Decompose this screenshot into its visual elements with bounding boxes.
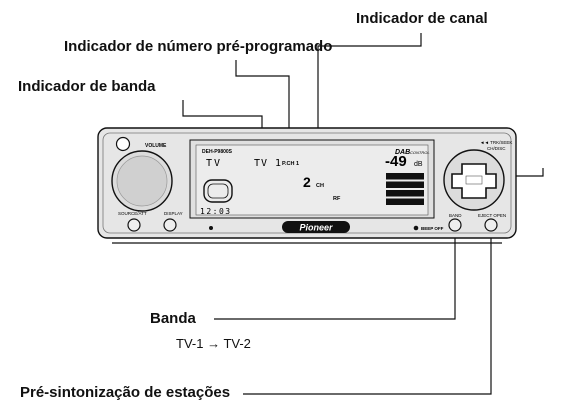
tv-icon-inner	[207, 183, 229, 199]
level-bar	[386, 190, 424, 197]
volume-label: VOLUME	[145, 143, 167, 149]
channel-unit: CH	[316, 183, 324, 189]
preset-channel-display: P.CH 1	[282, 161, 299, 167]
channel-number: 2	[303, 174, 311, 190]
trk-seek-label: ◄◄ TRK/SEEK	[480, 140, 512, 145]
band-sequence-note: TV-1 → TV-2	[176, 336, 251, 351]
level-bars	[386, 173, 424, 205]
eject-button-label: EJECT OPEN	[478, 213, 506, 218]
brand-plate	[282, 221, 350, 233]
display-button-label: DISPLAY	[164, 211, 183, 216]
band-button-label-device: BAND	[449, 213, 462, 218]
preset-tuning-callout: Pré-sintonização de estações	[20, 384, 231, 401]
display-button[interactable]	[163, 218, 177, 232]
beep-off-indicator	[413, 225, 419, 231]
control-label: CONTROL	[410, 150, 430, 155]
band-display: TV	[206, 158, 222, 169]
volume-knob-center	[116, 155, 168, 207]
level-value: -49	[385, 153, 407, 170]
multi-control-joystick[interactable]	[451, 163, 497, 199]
rf-label: RF	[333, 196, 341, 202]
band-button-leader	[214, 226, 456, 320]
model-label: DEH-P9800S	[202, 149, 233, 155]
eject-button[interactable]	[484, 218, 498, 232]
preset-band-display: TV 1	[254, 158, 282, 169]
clock-display: 12:03	[200, 207, 232, 216]
indicator-dot	[209, 226, 213, 230]
level-bar	[386, 198, 424, 205]
source-button[interactable]	[127, 218, 141, 232]
level-bar	[386, 181, 424, 188]
preset-number-indicator-label: Indicador de número pré-programado	[64, 38, 333, 55]
beep-off-label: BEEP OFF	[421, 226, 444, 231]
source-button-label: SOURCE/ATT	[118, 211, 147, 216]
brand-logo: Pioneer	[299, 223, 333, 233]
level-unit: dB	[414, 161, 423, 168]
tv-icon	[203, 179, 233, 203]
preset-number-leader	[235, 60, 290, 146]
power-button[interactable]	[115, 136, 131, 152]
ch-disc-label: CH/DISC	[487, 146, 506, 151]
band-button[interactable]	[448, 218, 462, 232]
band-button-callout: Banda	[150, 310, 196, 327]
channel-indicator-leader	[317, 33, 422, 132]
level-bar	[386, 173, 424, 180]
car-stereo: VOLUME SOURCE/ATT DISPLAY DEH-P9800S DAB…	[97, 127, 517, 244]
multi-control-center	[465, 175, 483, 185]
dab-label: DAB	[395, 149, 410, 156]
band-indicator-label: Indicador de banda	[18, 78, 156, 95]
channel-indicator-label: Indicador de canal	[356, 10, 488, 27]
